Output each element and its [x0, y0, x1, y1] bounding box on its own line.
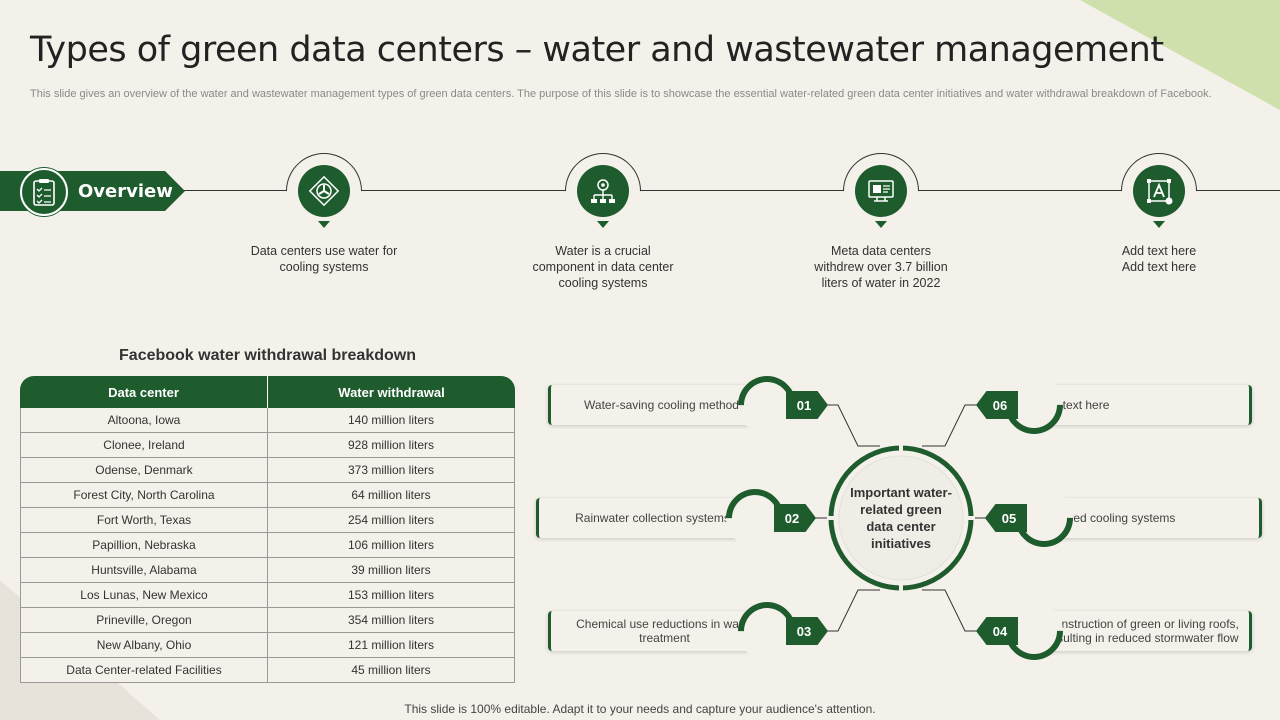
column-header-water-withdrawal: Water withdrawal	[338, 384, 445, 400]
fan-icon	[298, 165, 350, 217]
timeline-desc-1: Data centers use water for cooling syste…	[250, 244, 398, 274]
water-withdrawal-table: Data center Water withdrawal Altoona, Io…	[20, 376, 515, 683]
table-header: Data center Water withdrawal	[20, 376, 515, 408]
initiative-badge-04: 04	[976, 617, 1018, 645]
network-gear-icon	[577, 165, 629, 217]
corner-decoration	[1080, 0, 1280, 110]
initiatives-hub: Important water-related green data cente…	[827, 444, 975, 592]
page-subtitle: This slide gives an overview of the wate…	[30, 88, 1212, 100]
text-edit-icon	[1133, 165, 1185, 217]
timeline-line	[180, 190, 1280, 191]
overview-label: Overview	[78, 181, 173, 202]
timeline-node-2	[549, 137, 657, 245]
hub-label: Important water-related green data cente…	[850, 485, 952, 551]
timeline-desc-4: Add text here Add text here	[1121, 244, 1197, 274]
timeline-node-4	[1105, 137, 1213, 245]
page-title: Types of green data centers – water and …	[30, 30, 1164, 70]
monitor-code-icon	[855, 165, 907, 217]
timeline-desc-3: Meta data centers withdrew over 3.7 bill…	[814, 244, 948, 290]
timeline-node-1	[270, 137, 378, 245]
column-header-data-center: Data center	[20, 376, 268, 408]
initiative-badge-03: 03	[786, 617, 828, 645]
clipboard-icon	[20, 168, 68, 216]
timeline-desc-2: Water is a crucial component in data cen…	[532, 244, 674, 290]
timeline-node-3	[827, 137, 935, 245]
footer-note: This slide is 100% editable. Adapt it to…	[404, 702, 876, 716]
table-title: Facebook water withdrawal breakdown	[119, 347, 416, 364]
